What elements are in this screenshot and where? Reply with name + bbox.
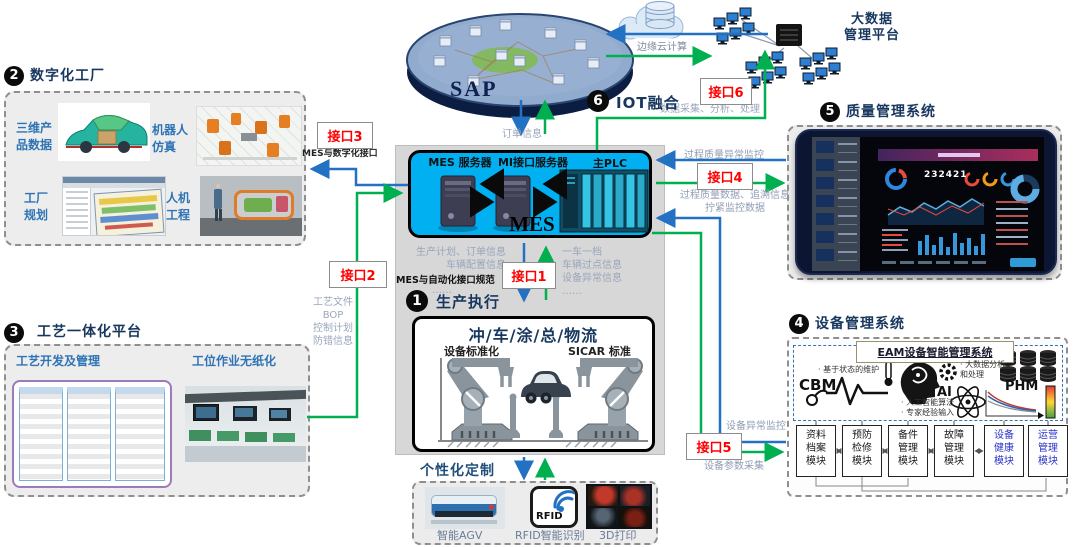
dashboard-kpi-value: 232421: [924, 170, 968, 180]
production-badge: 1: [406, 290, 428, 312]
bigdata-platform-title: 大数据 管理平台: [843, 12, 900, 44]
print3d-label: 3D打印: [599, 529, 637, 542]
interface5-label: 接口5: [686, 433, 742, 460]
item-3d-product-data: 三维产品数据: [16, 121, 53, 153]
interface2-label: 接口2: [329, 261, 387, 288]
mes-out-notes-bold: MES与自动化接口规范: [396, 275, 495, 286]
tablet-main-screen: 232421: [860, 137, 1044, 271]
ai-label: AI: [937, 385, 952, 400]
quality-system-title: 质量管理系统: [846, 104, 936, 120]
dashboard-charts: [878, 149, 1040, 267]
factory-planning-image: [62, 176, 166, 236]
mes-server-label: MES 服务器: [428, 156, 492, 169]
cloud-database-icon: [645, 1, 675, 29]
rfid-image: RFID: [530, 486, 578, 528]
mes-out-notes-more: ……: [432, 285, 452, 296]
interface3-note: MES与数字化接口: [302, 149, 378, 159]
module-archive: 资料 档案 模块: [796, 425, 836, 477]
rfid-label: RFID智能识别: [515, 529, 585, 542]
digital-factory-title: 数字化工厂: [30, 68, 105, 84]
item-robot-simulation: 机器人仿真: [152, 123, 189, 155]
edge-cloud-label: 边缘云计算: [637, 42, 687, 53]
interface3-label: 接口3: [317, 122, 373, 149]
wifi-icon: [553, 490, 575, 512]
interface5-note-top: 设备异常监控: [726, 421, 786, 432]
module-operation: 运营 管理 模块: [1028, 425, 1068, 477]
agv-label: 智能AGV: [437, 529, 483, 542]
robot-simulation-image: [196, 106, 302, 166]
interface5-note-bottom: 设备参数采集: [704, 461, 764, 472]
smart-agv-image: [425, 487, 505, 529]
print3d-image: [586, 484, 652, 529]
paperless-workstation-image: [185, 386, 306, 462]
order-info-label: 订单信息: [502, 129, 542, 140]
sicar-standard-caption: SICAR 标准: [568, 345, 631, 358]
quality-dashboard-tablet: 232421: [795, 129, 1057, 275]
equipment-system-title: 设备管理系统: [815, 316, 905, 332]
phm-note: · 大数据分析 和处理: [960, 360, 1006, 380]
process-tables-image: [12, 380, 172, 488]
item-factory-planning: 工厂规划: [24, 191, 49, 223]
equipment-standard-caption: 设备标准化: [444, 345, 499, 358]
interface1-label: 接口1: [502, 262, 556, 289]
process-platform-badge: 3: [4, 323, 24, 343]
plc-label: 主PLC: [592, 157, 628, 170]
mi-server-label: MI接口服务器: [497, 156, 569, 169]
customization-title: 个性化定制: [420, 463, 495, 479]
paperless-caption: 工位作业无纸化: [192, 354, 277, 368]
interface6-label: 接口6: [700, 78, 752, 105]
interface4-label: 接口4: [697, 163, 753, 190]
module-spareparts: 备件 管理 模块: [888, 425, 928, 477]
production-shops-title: 冲/车/涂/总/物流: [468, 326, 599, 345]
quality-system-badge: 5: [820, 102, 840, 122]
rfid-icon-label: RFID: [536, 511, 563, 522]
process-platform-title: 工艺一体化平台: [37, 324, 142, 340]
mes-out-notes: 生产计划、订单信息 车辆配置信息: [416, 247, 506, 271]
iot-badge: 6: [587, 90, 609, 112]
iot-label: IOT融合: [616, 94, 680, 112]
cbm-label: CBM: [799, 376, 837, 394]
equipment-system-badge: 4: [789, 314, 809, 334]
mes-title: MES: [509, 212, 555, 236]
process-dev-caption: 工艺开发及管理: [16, 354, 101, 368]
bigdata-cluster-icon: [713, 7, 841, 89]
module-preventive: 预防 检修 模块: [842, 425, 882, 477]
tablet-sidebar: [812, 137, 860, 271]
digital-factory-badge: 2: [4, 66, 24, 86]
item-ergonomics: 人机工程: [166, 191, 191, 223]
ai-notes: · 人工智能算法 · 专家经验输入: [901, 398, 955, 418]
cbm-note: · 基于状态的维护: [818, 365, 880, 374]
production-title: 生产执行: [436, 293, 501, 311]
car-cad-image: [58, 103, 150, 161]
module-health: 设备 健康 模块: [984, 425, 1024, 477]
interface2-note: 工艺文件 BOP 控制计划 防错信息: [313, 297, 353, 347]
phm-label: PHM: [1005, 379, 1039, 394]
mes-in-notes: 一车一档 车辆过点信息 设备异常信息 ……: [562, 247, 622, 297]
interface4-note-top: 过程质量异常监控: [684, 150, 764, 161]
module-fault: 故障 管理 模块: [934, 425, 974, 477]
sap-label: SAP: [450, 76, 498, 101]
ergonomics-image: [200, 176, 302, 236]
edge-cloud-icon: [618, 1, 684, 40]
car-cad-icon: [65, 115, 148, 153]
interface4-note-bottom: 过程质量数据、追溯信息 拧紧监控数据: [680, 190, 790, 214]
